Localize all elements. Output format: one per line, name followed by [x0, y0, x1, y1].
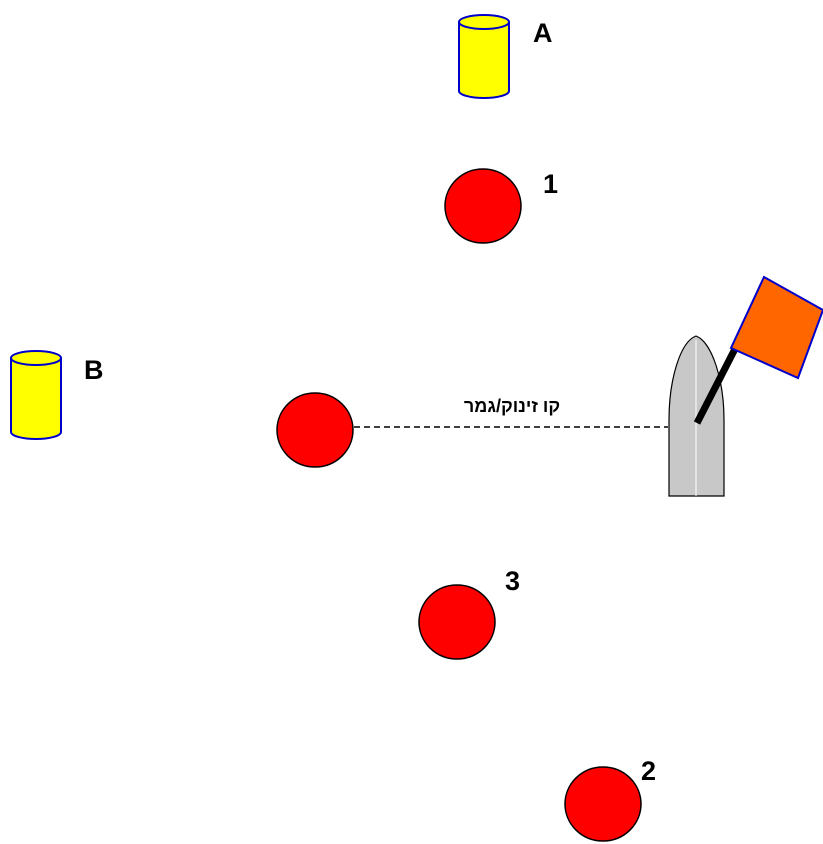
yellow-cylinder-buoy-icon — [458, 14, 510, 99]
buoy-b-label: B — [84, 355, 104, 385]
start-finish-line: קו זינוק/גמר — [354, 396, 668, 428]
committee-boat-with-flag-icon — [668, 275, 823, 497]
yellow-cylinder-buoy-icon — [10, 350, 62, 440]
mark-2: 2 — [564, 756, 656, 842]
mark-2-label: 2 — [641, 756, 656, 786]
mark-1-label: 1 — [543, 169, 558, 199]
red-circle-mark-icon — [564, 766, 642, 842]
pin-end-mark-red-circle-mark-icon — [276, 392, 354, 468]
red-circle-mark-icon — [418, 584, 496, 660]
mark-3-label: 3 — [505, 566, 520, 596]
buoy-a: A — [458, 14, 553, 99]
mark-3: 3 — [418, 566, 520, 660]
start-finish-line-label: קו זינוק/גמר — [464, 396, 560, 416]
mark-1: 1 — [444, 168, 558, 244]
buoy-b: B — [10, 350, 104, 440]
red-circle-mark-icon — [444, 168, 522, 244]
committee-boat — [668, 275, 823, 497]
buoy-a-label: A — [533, 18, 553, 48]
